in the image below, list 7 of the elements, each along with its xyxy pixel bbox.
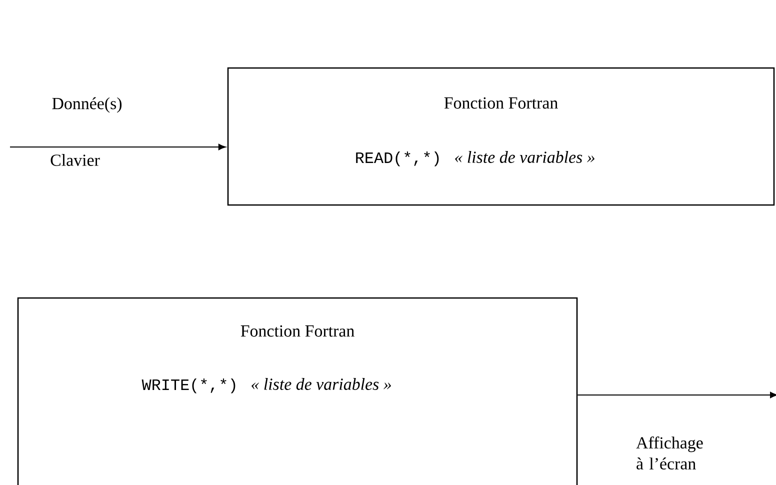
process-box: Fonction Fortran READ(*, *) « liste de variables » (227, 67, 775, 206)
label: Clavier (50, 154, 100, 166)
process-box: Fonction Fortran WRITE(*, *) « liste de variables » (17, 297, 578, 485)
arrow (10, 144, 226, 150)
edge-label: Affichage à l’écran (636, 436, 703, 470)
arrow (578, 392, 776, 398)
edge-label: Donnée(s) (52, 97, 122, 113)
